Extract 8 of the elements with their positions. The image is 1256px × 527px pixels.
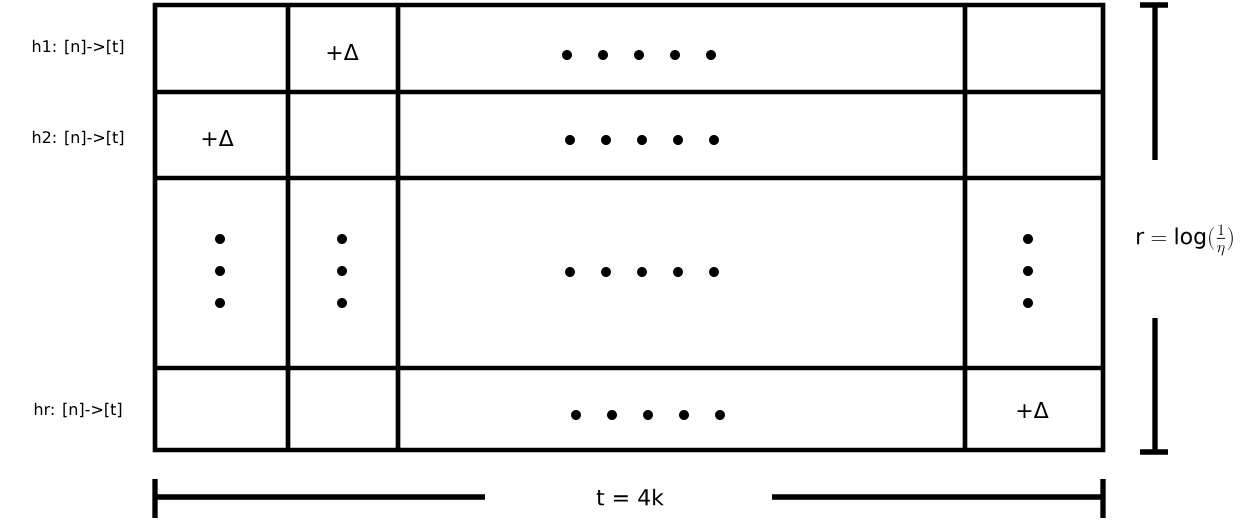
row-label: h2: [n]->[t]: [32, 130, 124, 146]
row-label: hr: [n]->[t]: [34, 402, 122, 418]
cell-text: +Δ: [1017, 401, 1049, 418]
cell-text: +Δ: [327, 44, 359, 60]
cell-text: +Δ: [202, 130, 234, 146]
dimension-label: t = 4k: [596, 488, 664, 506]
dimension-label: $\mathrm{r} = \log(\tfrac{1}{\eta})$: [1137, 224, 1233, 256]
row-label: h1: [n]->[t]: [32, 39, 124, 55]
